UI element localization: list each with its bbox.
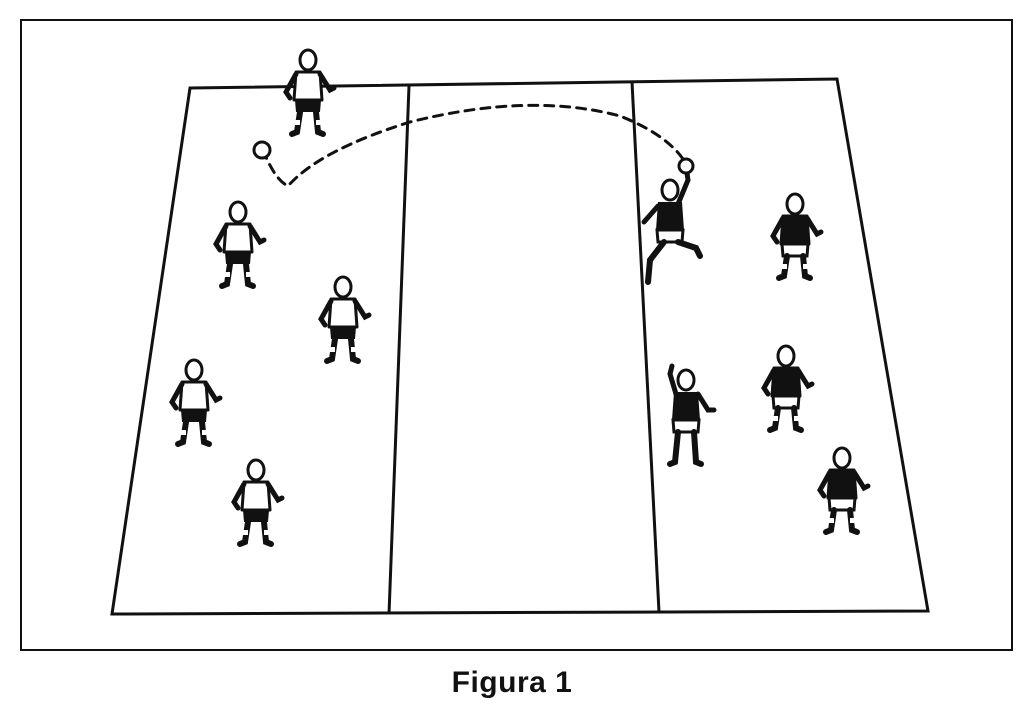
player-left-1 [286, 50, 334, 134]
player-right-3 [667, 363, 717, 467]
player-right-4 [764, 346, 812, 430]
court-line-right [630, 81, 661, 613]
court-line-left [387, 85, 411, 615]
court-diagram [110, 0, 930, 616]
ball-in-hand [677, 157, 695, 175]
player-left-3 [321, 277, 369, 361]
ball-trajectory [261, 103, 687, 188]
player-left-2 [216, 202, 264, 286]
player-left-4 [172, 360, 220, 444]
player-left-5 [234, 460, 282, 544]
player-right-2 [773, 194, 821, 278]
figure-caption: Figura 1 [451, 666, 573, 699]
ball [252, 140, 272, 160]
left-team [172, 50, 369, 544]
right-team [641, 157, 868, 532]
court-outline [110, 77, 930, 616]
player-right-5 [820, 448, 868, 532]
player-right-thrower [641, 163, 703, 285]
